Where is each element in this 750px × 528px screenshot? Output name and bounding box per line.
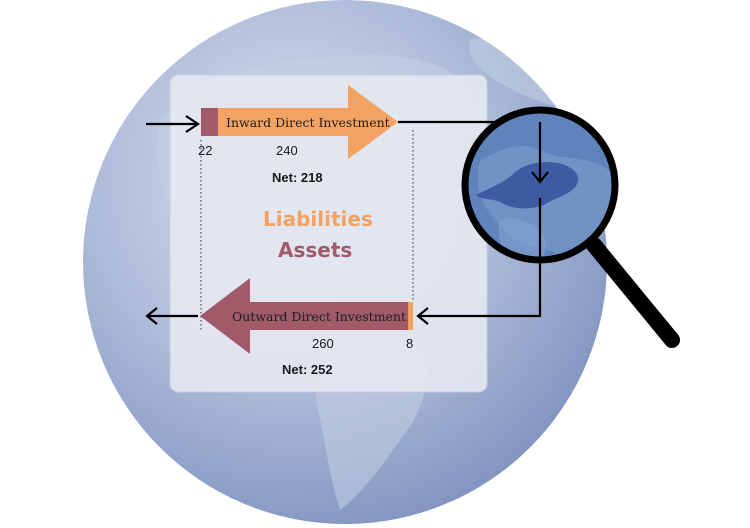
inward-arrow-label: Inward Direct Investment [226, 115, 390, 130]
inward-arrow [201, 85, 398, 159]
outward-arrow [200, 278, 413, 354]
outward-net: Net: 252 [282, 362, 333, 377]
outward-left-value: 260 [312, 336, 334, 351]
magnifier-icon [461, 106, 680, 348]
inward-net: Net: 218 [272, 170, 323, 185]
legend-assets: Assets [278, 238, 353, 262]
inward-right-value: 240 [276, 143, 298, 158]
inward-left-value: 22 [198, 143, 213, 158]
legend-liabilities: Liabilities [263, 207, 373, 231]
outward-right-value: 8 [406, 336, 414, 351]
outward-arrow-label: Outward Direct Investment [232, 309, 407, 324]
